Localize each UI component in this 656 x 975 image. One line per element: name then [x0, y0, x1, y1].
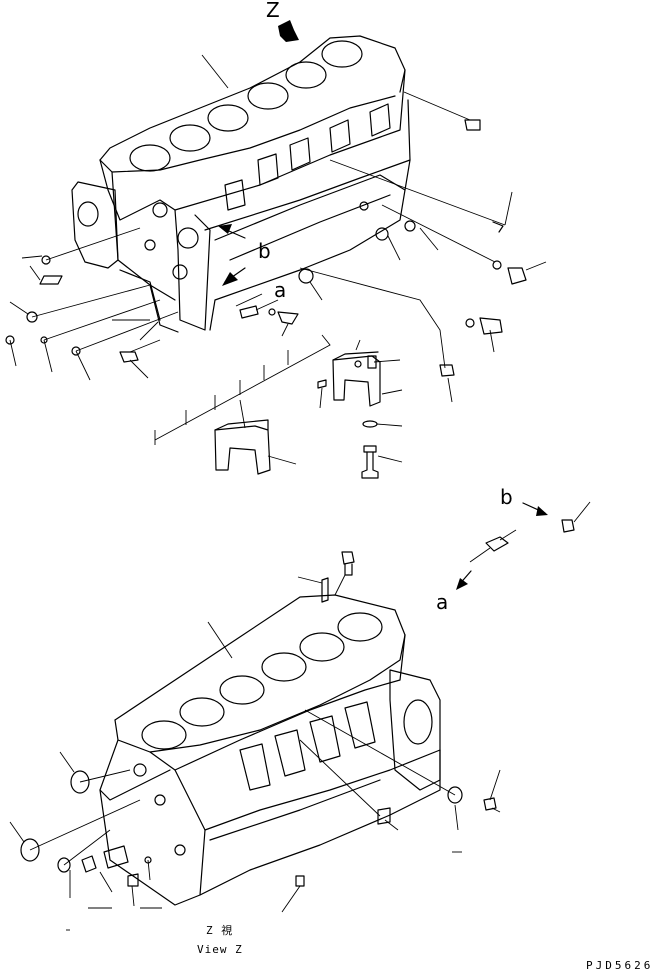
- view-caption-japanese: Z 視: [206, 924, 234, 937]
- callout-a-detail: a: [436, 590, 449, 614]
- detail-parts-b-a: [456, 501, 591, 590]
- upper-cylinder-block: [5, 20, 547, 403]
- drawing-code: PJD5626: [586, 959, 654, 972]
- callout-a-upper: a: [274, 278, 287, 302]
- bearing-caps: [112, 319, 403, 479]
- callout-b-upper: b: [258, 239, 271, 263]
- view-caption-english: View Z: [197, 943, 243, 956]
- view-z-arrow-label: Z: [266, 0, 280, 22]
- lower-cylinder-block-view-z: [9, 551, 501, 931]
- callout-b-detail: b: [500, 485, 513, 509]
